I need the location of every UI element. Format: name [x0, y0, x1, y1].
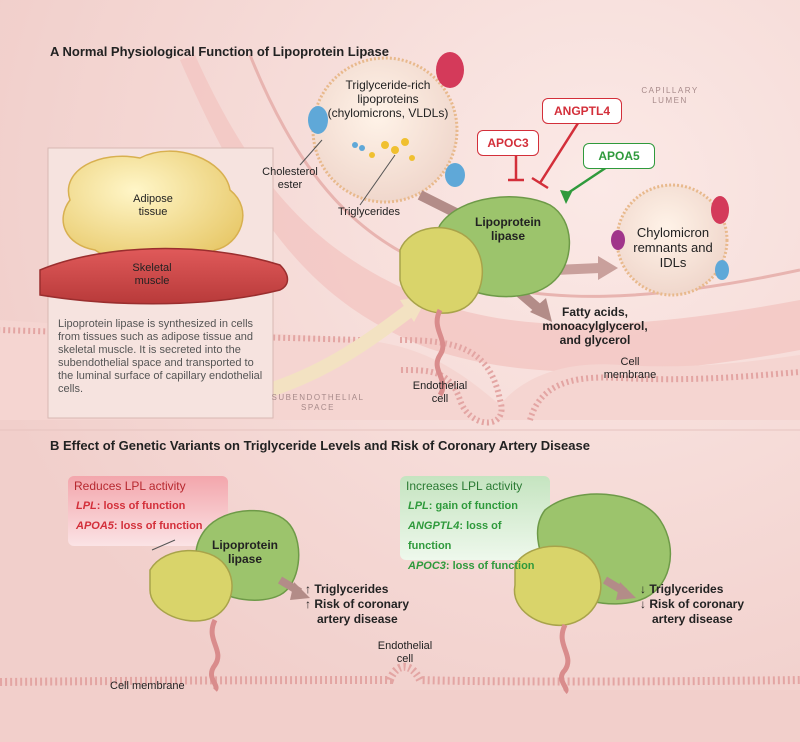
apoc3-box: APOC3 — [477, 130, 539, 156]
effect-text: : loss of function — [113, 520, 203, 532]
reduces-row-apoa5: APOA5: loss of function — [68, 516, 228, 536]
endothelial-cell-label-b: Endothelial cell — [377, 640, 433, 665]
lpl-label-a: Lipoprotein lipase — [475, 215, 541, 243]
gene-lpl: LPL — [76, 500, 97, 512]
adipose-tissue-image — [62, 150, 244, 265]
arrowhead-fatty — [530, 298, 552, 322]
skeletal-muscle-image — [39, 247, 289, 305]
effect-text: : loss of function — [96, 500, 186, 512]
remnants-label: Chylomicron remnants and IDLs — [633, 225, 713, 270]
transport-arrow — [267, 304, 415, 397]
cholesterol-ester-label: Cholesterol ester — [262, 166, 318, 191]
reduces-header: Reduces LPL activity — [74, 479, 186, 493]
gene-apoc3: APOC3 — [408, 560, 446, 572]
gene-lpl: LPL — [408, 500, 429, 512]
cell-membrane-a — [527, 369, 800, 421]
adipose-label: Adipose tissue — [133, 193, 173, 218]
increases-row-apoc3: APOC3: loss of function — [400, 556, 550, 576]
lpl-protein-b-right — [513, 493, 672, 694]
left-effect: ↑ Triglycerides ↑ Risk of coronary arter… — [305, 582, 409, 627]
effect-text: : loss of function — [408, 520, 502, 552]
lpl-label-b: Lipoprotein lipase — [212, 538, 278, 566]
apoprotein-blue — [308, 106, 328, 134]
increases-panel-bg — [400, 476, 550, 560]
reduces-panel: Reduces LPL activity LPL: loss of functi… — [68, 476, 228, 536]
remnant-apo-blue — [715, 260, 729, 280]
panel-a-title: A Normal Physiological Function of Lipop… — [50, 44, 389, 59]
lpl-protein-a — [399, 196, 571, 397]
apoa5-box: APOA5 — [583, 143, 655, 169]
vessel-wall — [180, 55, 800, 372]
arrowhead-b-left — [290, 582, 310, 600]
left-effect-cad: artery disease — [317, 612, 398, 626]
angptl4-inhibit-line — [531, 119, 582, 190]
cell-body-b — [0, 690, 800, 742]
cell-membrane-label-b: Cell membrane — [110, 680, 185, 692]
right-effect: ↓ Triglycerides ↓ Risk of coronary arter… — [640, 582, 744, 627]
arrowhead-b-right — [616, 582, 636, 600]
subendothelial-label: SUBENDOTHELIAL SPACE — [271, 393, 365, 412]
lpl-synthesis-description: Lipoprotein lipase is synthesized in cel… — [58, 318, 263, 395]
apoa5-arrowhead — [560, 190, 572, 204]
remnant-apo-red — [711, 196, 729, 224]
endothelial-cell-label-a: Endothelial cell — [412, 380, 468, 405]
apoa5-activate-line — [564, 163, 611, 197]
reduces-panel-bg — [68, 476, 228, 546]
increases-row-lpl: LPL: gain of function — [400, 496, 550, 516]
remnant-apo-purple — [611, 230, 625, 250]
fatty-acids-label: Fatty acids, monoacylglycerol, and glyce… — [542, 305, 648, 347]
increases-panel: Increases LPL activity LPL: gain of func… — [400, 476, 550, 576]
pointer-triglycerides — [359, 154, 396, 206]
angptl4-box: ANGPTL4 — [542, 98, 622, 124]
effect-text: : loss of function — [445, 560, 535, 572]
gene-angptl4: ANGPTL4 — [408, 520, 460, 532]
triglyceride-molecules — [369, 138, 415, 161]
panel-b-title: B Effect of Genetic Variants on Triglyce… — [50, 438, 590, 453]
effect-text: : gain of function — [428, 500, 518, 512]
left-effect-tg: ↑ Triglycerides — [305, 582, 389, 596]
arrowhead-remnant — [598, 256, 618, 280]
cholesterol-ester-molecules — [352, 142, 365, 151]
right-effect-cad: artery disease — [652, 612, 733, 626]
skeletal-muscle-label: Skeletal muscle — [132, 262, 172, 287]
lpl-protein-b-left — [149, 509, 300, 692]
pointer-cholesterol — [299, 139, 323, 166]
capillary-lumen-label: CAPILLARY LUMEN — [641, 86, 699, 105]
triglycerides-label: Triglycerides — [338, 206, 400, 218]
pointer-b-left — [151, 539, 176, 551]
cell-membrane-label-a: Cell membrane — [603, 356, 657, 381]
right-effect-risk: ↓ Risk of coronary — [640, 597, 745, 611]
apoprotein-red — [436, 52, 464, 88]
apoprotein-blue-2 — [445, 163, 465, 187]
reduces-row-lpl: LPL: loss of function — [68, 496, 228, 516]
right-effect-tg: ↓ Triglycerides — [640, 582, 724, 596]
trl-label: Triglyceride-rich lipoproteins (chylomic… — [327, 78, 449, 120]
gene-apoa5: APOA5 — [76, 520, 114, 532]
apoc3-inhibit-line — [508, 153, 524, 182]
left-effect-risk: ↑ Risk of coronary — [305, 597, 410, 611]
increases-header: Increases LPL activity — [406, 479, 523, 493]
membrane-b — [0, 662, 800, 686]
increases-row-angptl4: ANGPTL4: loss of function — [400, 516, 550, 556]
